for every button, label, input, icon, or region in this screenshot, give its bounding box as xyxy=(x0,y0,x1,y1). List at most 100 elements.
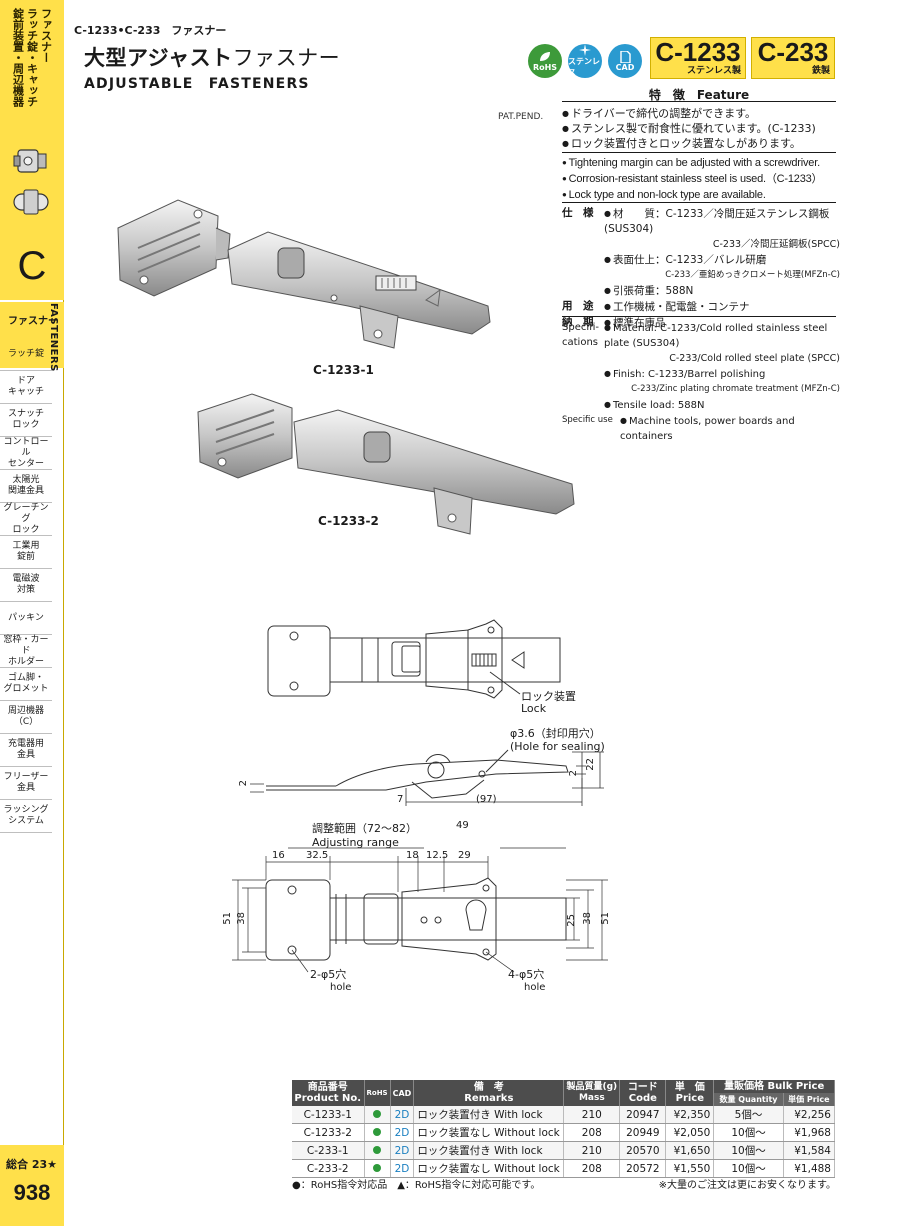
sidebar: ファスナー ラッチ錠・キャッチ 錠前装置・周辺機器 C ファスナー FASTEN… xyxy=(0,0,64,1226)
hole-seal-label-jp: φ3.6（封印用穴） xyxy=(510,727,601,740)
feature-item: Tightening margin can be adjusted with a… xyxy=(562,155,840,171)
table-row: C-1233-2 2D ロック装置なし Without lock 208 209… xyxy=(292,1123,836,1142)
spec-key: 納 期 xyxy=(562,316,594,328)
dim-label: 32.5 xyxy=(306,850,329,861)
lock-label-en: Lock xyxy=(521,702,547,715)
table-row: C-233-2 2D ロック装置なし Without lock 208 2057… xyxy=(292,1159,836,1178)
dim-label: 38 xyxy=(582,912,593,925)
cell-cad[interactable]: 2D xyxy=(390,1106,415,1124)
sidebar-category-line: ラッチ錠・キャッチ xyxy=(25,8,39,107)
divider xyxy=(562,152,836,153)
sidebar-item[interactable]: パッキン xyxy=(0,602,52,635)
cell-code: 20572 xyxy=(619,1159,667,1178)
sidebar-item[interactable]: ラッシング システム xyxy=(0,800,52,833)
cad-badge-label: CAD xyxy=(615,62,635,72)
cell-price: ¥2,350 xyxy=(665,1106,715,1124)
cell-product: C-233-1 xyxy=(292,1141,365,1160)
sidebar-active-label: ファスナー xyxy=(8,316,58,327)
sidebar-item[interactable]: ラッチ錠 xyxy=(0,338,52,371)
spec-value: 表面仕上：C-1233／バレル研磨 xyxy=(604,252,840,268)
cell-bulk: ¥2,256 xyxy=(783,1106,836,1124)
cell-code: 20949 xyxy=(619,1123,667,1142)
dim-label: 51 xyxy=(222,912,233,925)
cell-cad[interactable]: 2D xyxy=(390,1123,415,1142)
cad-badge[interactable]: CAD xyxy=(608,44,642,78)
dim-label: 29 xyxy=(458,850,471,861)
dim-label: 25 xyxy=(566,914,577,927)
spec-value: Finish: C-1233/Barrel polishing xyxy=(604,366,840,382)
sidebar-item-fasteners-active[interactable] xyxy=(0,302,64,368)
dim-label: 49 xyxy=(456,820,469,831)
hole-label: 2-φ5穴 xyxy=(310,968,347,981)
spec-value: Machine tools, power boards and containe… xyxy=(620,413,840,444)
cell-cad[interactable]: 2D xyxy=(390,1159,415,1178)
spec-key: Specific use xyxy=(562,415,613,425)
cell-code: 20570 xyxy=(619,1141,667,1160)
header-en: Mass xyxy=(578,1093,605,1103)
cell-cad[interactable]: 2D xyxy=(390,1141,415,1160)
col-header-unit: 単価 Price xyxy=(783,1093,836,1106)
sidebar-item[interactable]: 工業用 錠前 xyxy=(0,536,52,569)
sidebar-item[interactable]: フリーザー 金具 xyxy=(0,767,52,800)
feature-list-en: Tightening margin can be adjusted with a… xyxy=(562,155,840,203)
sidebar-item[interactable]: 太陽光 関連金具 xyxy=(0,470,52,503)
cell-bulk: ¥1,584 xyxy=(783,1141,836,1160)
divider xyxy=(562,316,836,317)
hole-label-en: hole xyxy=(330,982,352,993)
model-box-c1233: C-1233 ステンレス製 xyxy=(650,37,746,79)
lock-label-jp: ロック装置 xyxy=(521,690,576,703)
cell-qty: 10個～ xyxy=(713,1123,784,1142)
sidebar-item[interactable]: ゴム脚・ グロメット xyxy=(0,668,52,701)
sidebar-category-line: 錠前装置・周辺機器 xyxy=(11,8,25,107)
sidebar-item[interactable]: 電磁波 対策 xyxy=(0,569,52,602)
cell-remarks: ロック装置なし Without lock xyxy=(413,1159,565,1178)
sidebar-item[interactable]: ドア キャッチ xyxy=(0,371,52,404)
sidebar-total-label: 総合 23★ xyxy=(6,1158,57,1171)
sidebar-item[interactable]: 周辺機器 （C） xyxy=(0,701,52,734)
col-header-qty: 数量 Quantity xyxy=(713,1093,784,1106)
feature-item: Lock type and non-lock type are availabl… xyxy=(562,187,840,203)
sidebar-category-title[interactable]: ファスナー ラッチ錠・キャッチ 錠前装置・周辺機器 xyxy=(0,0,64,120)
hole-seal-label-en: (Hole for sealing) xyxy=(510,740,605,753)
spec-key: 仕 様 xyxy=(562,207,594,219)
sidebar-item[interactable]: 窓枠・カード ホルダー xyxy=(0,635,52,668)
feature-item: ロック装置付きとロック装置なしがあります。 xyxy=(562,136,840,151)
model-code: C-233 xyxy=(757,37,829,67)
photo-caption: C-1233-1 xyxy=(313,363,374,377)
latch-lock-icon xyxy=(13,149,47,173)
spec-value: Tensile load: 588N xyxy=(604,397,840,413)
header-cad: CAD xyxy=(392,1088,412,1098)
header-jp: 単 価 xyxy=(674,1082,705,1093)
divider xyxy=(562,202,836,203)
drawing-top-view-lock xyxy=(267,619,561,699)
dim-label: (97) xyxy=(476,794,497,805)
header-jp: コード xyxy=(627,1082,658,1093)
spec-value: C-233/Zinc plating chromate treatment (M… xyxy=(631,384,840,394)
sidebar-item[interactable]: スナッチ ロック xyxy=(0,404,52,437)
table-row: C-1233-1 2D ロック装置付き With lock 210 20947 … xyxy=(292,1106,836,1124)
rohs-badge: RoHS xyxy=(528,44,562,78)
feature-list-jp: ドライバーで締代の調整ができます。 ステンレス製で耐食性に優れています。(C-1… xyxy=(562,106,840,151)
spec-key: Specifi- cations xyxy=(562,322,600,348)
product-photo-c1233-2 xyxy=(197,393,575,535)
model-code: C-1233 xyxy=(655,37,741,67)
spec-table-en: Specifi- cations Material: C-1233/Cold r… xyxy=(562,320,840,444)
header-en: Remarks xyxy=(464,1093,514,1104)
spec-value: 工作機械・配電盤・コンテナ xyxy=(604,299,840,315)
sidebar-nav-list: ラッチ錠 ドア キャッチ スナッチ ロック コントロール センター 太陽光 関連… xyxy=(0,338,52,833)
col-header-rohs: RoHS xyxy=(364,1080,391,1106)
model-box-c233: C-233 鉄製 xyxy=(751,37,835,79)
sidebar-item[interactable]: コントロール センター xyxy=(0,437,52,470)
adjusting-range-jp: 調整範囲（72～82） xyxy=(312,822,417,835)
sidebar-item[interactable]: 充電器用 金具 xyxy=(0,734,52,767)
document-icon xyxy=(620,50,631,63)
page-title: 大型アジャストファスナー xyxy=(84,42,340,72)
col-header-cad: CAD xyxy=(390,1080,415,1106)
spec-table-jp: 仕 様材 質：C-1233／冷間圧延ステンレス鋼板(SUS304) C-233／… xyxy=(562,206,840,331)
page-subtitle: ADJUSTABLE FASTENERS xyxy=(84,76,310,92)
sidebar-item[interactable]: グレーチング ロック xyxy=(0,503,52,536)
cell-product: C-233-2 xyxy=(292,1159,365,1178)
